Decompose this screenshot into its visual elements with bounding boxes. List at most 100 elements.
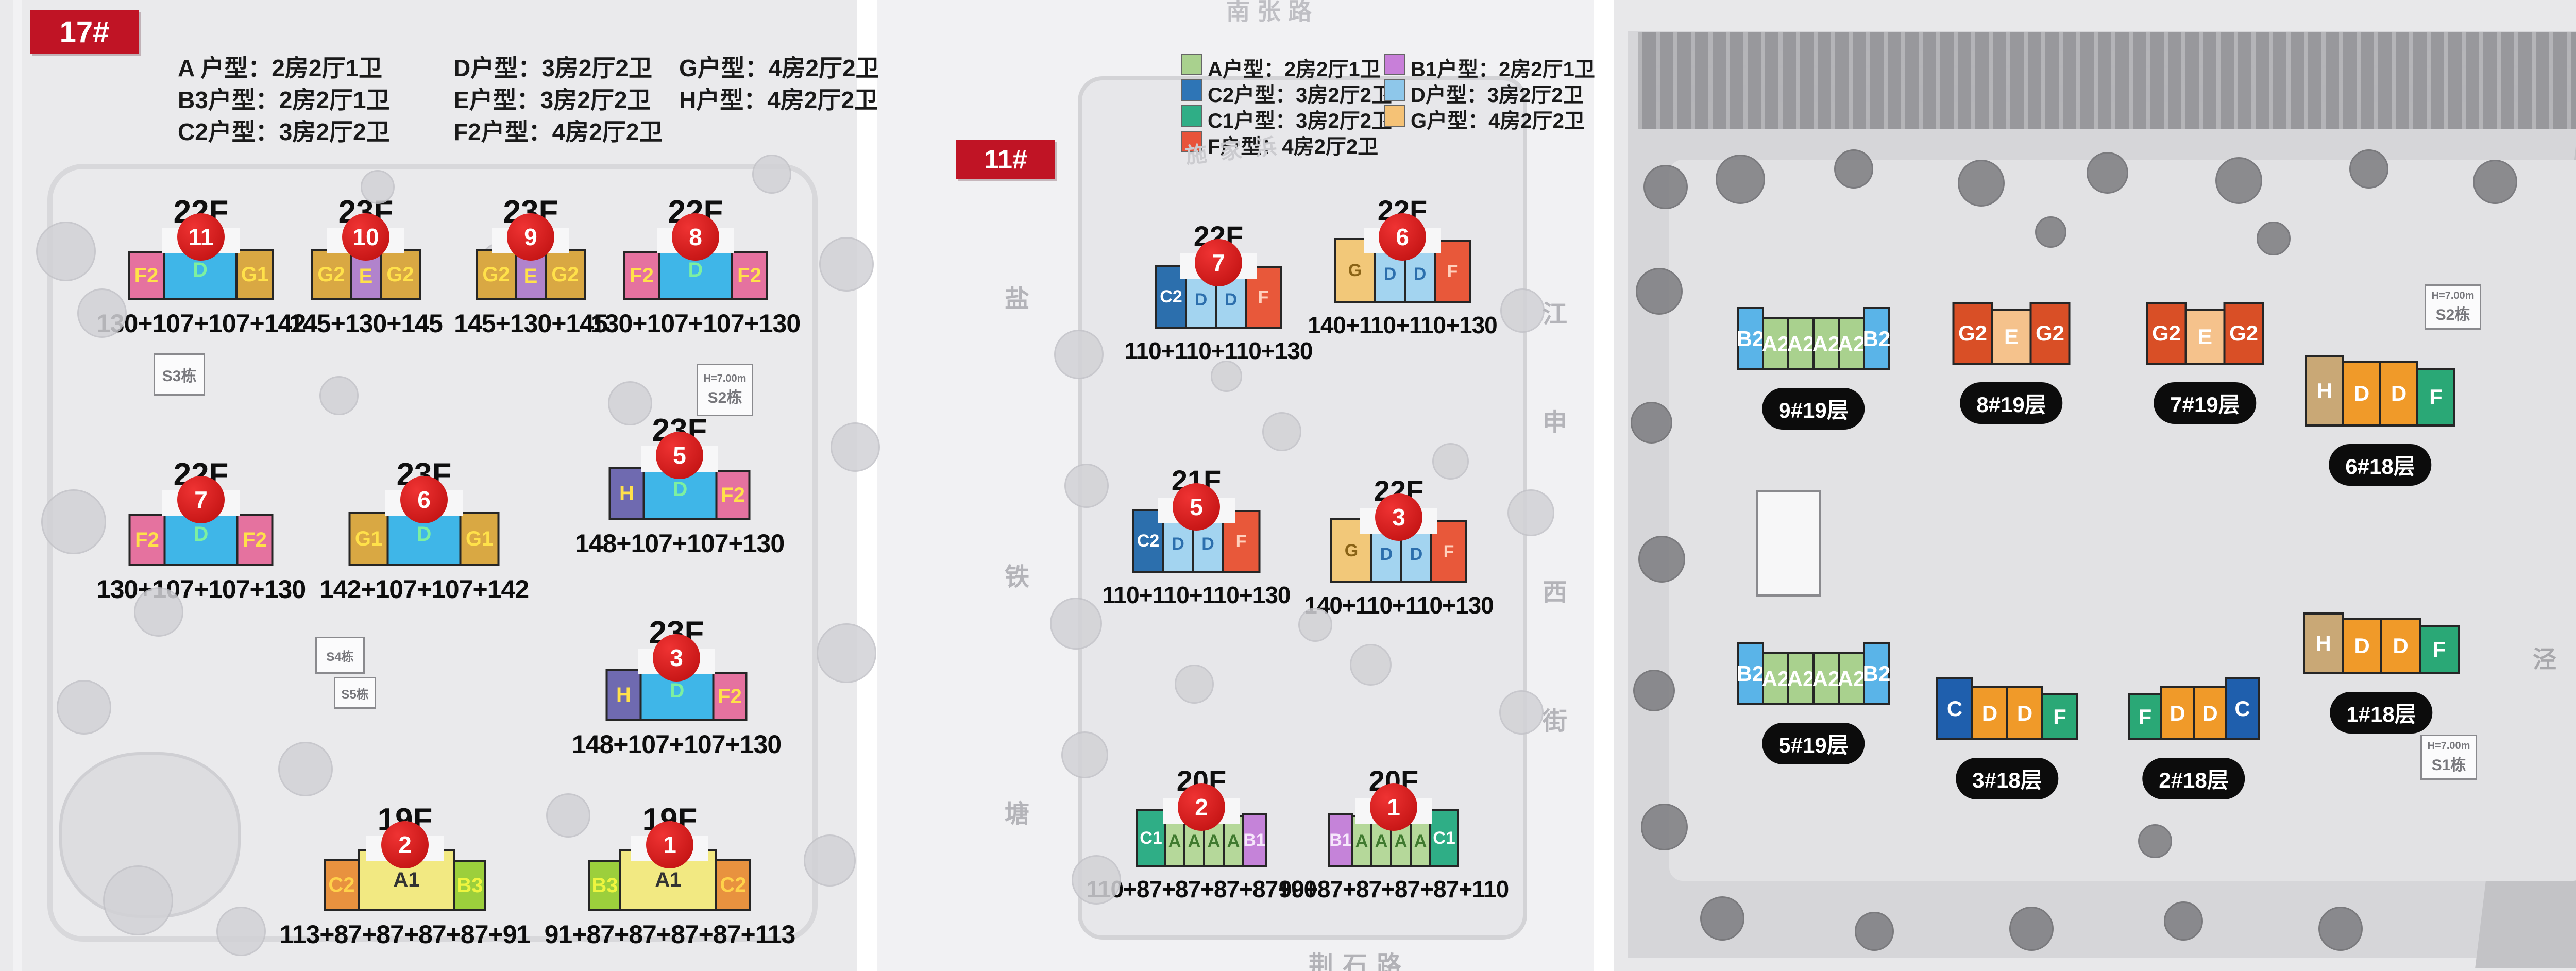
unit-box-A2: A2 [1812,317,1840,370]
service-building-label: S2栋 [707,389,742,406]
tree-blob [1633,670,1675,711]
building-number-badge: 11 [177,213,225,261]
unit-areas-label: 142+107+107+142 [319,575,529,604]
cad-clubhouse-tower [1756,490,1821,597]
road-label-nanzhang: 南张路 [1226,0,1319,25]
building-number-badge: 3 [1375,493,1422,541]
legend-item-11: F户型：4房2厅2卫 [1208,135,1379,158]
building-number-badge: 5 [656,432,703,479]
legend-item-11: B1户型：2房2厅1卫 [1411,58,1595,81]
building-floor-pill: 2#18层 [2142,758,2245,799]
tree-blob [1700,896,1744,941]
legend-item-17: E户型：3房2厅2卫 [453,87,651,113]
tree-blob [1050,598,1102,650]
plot-badge-11: 11# [956,140,1055,179]
tree-blob [1298,608,1332,642]
road-label-yantietang: 塘 [1005,800,1030,828]
tree-blob [1500,288,1545,333]
tree-blob [2009,907,2054,951]
unit-box-C1: C1 [1136,809,1166,867]
tree-blob [1855,912,1894,951]
tree-blob [1054,330,1104,379]
unit-box-C: C [2225,677,2260,740]
tree-blob [1636,268,1683,315]
unit-box-D: D [2006,686,2043,740]
service-building-S5: S5栋 [334,677,376,709]
tree-blob [804,834,856,887]
unit-areas-label: 140+110+110+130 [1308,312,1498,338]
plot-badge-17: 17# [30,10,139,54]
building-number-badge: 10 [342,213,389,261]
tree-blob [1262,412,1301,451]
tree-blob [2215,157,2262,204]
tree-blob [2087,152,2128,194]
tree-blob [752,155,791,194]
tree-blob [319,376,359,415]
unit-box-G2: G2 [1952,302,1993,365]
tree-blob [57,680,111,735]
unit-box-G2: G2 [2223,302,2264,365]
unit-areas-label: 130+107+107+130 [96,575,306,604]
unit-box-B2: B2 [1863,307,1890,370]
service-building-label: S3栋 [162,368,197,385]
unit-box-E: E [2184,309,2226,365]
tree-blob [2035,216,2066,248]
unit-box-F2: F2 [623,251,660,300]
building-number-badge: 6 [400,476,448,523]
unit-box-A2: A2 [1838,317,1865,370]
unit-box-G2: G2 [2146,302,2187,365]
unit-box-D: D [2193,686,2227,740]
building-floor-pill: 9#19层 [1762,388,1865,430]
unit-areas-label: 130+107+107+130 [590,309,801,338]
tree-blob [1958,160,2005,207]
unit-box-F2: F2 [128,251,165,300]
building-number-badge: 3 [653,634,700,682]
unit-box-F2: F2 [712,672,748,721]
legend-item-11: C2户型：3房2厅2卫 [1208,84,1392,107]
unit-box-G1: G1 [235,249,274,300]
tree-blob [2473,160,2517,204]
unit-box-B3: B3 [453,860,486,911]
unit-box-C1: C1 [1429,809,1459,867]
service-building-note: H=7.00m [703,372,747,384]
unit-box-C: C [1936,677,1973,740]
unit-box-G1: G1 [348,512,389,566]
legend-item-17: H户型：4房2厅2卫 [679,87,878,113]
unit-box-A2: A2 [1838,652,1865,705]
unit-box-D: D [2160,686,2195,740]
tree-blob [831,422,880,472]
building-number-badge: 8 [672,213,719,261]
unit-box-F: F [2128,693,2162,740]
water-label-jing: 泾 [2533,646,2556,673]
unit-box-A2: A2 [1812,652,1840,705]
unit-box-D: D [1971,686,2008,740]
unit-box-F: F [2416,368,2455,427]
tree-blob [1064,464,1109,508]
tree-blob [1641,804,1688,850]
unit-box-G2: G2 [380,249,421,300]
unit-areas-label: 110+110+110+130 [1124,337,1313,364]
tree-blob [1716,155,1765,204]
legend-item-17: G户型：4房2厅2卫 [679,55,879,81]
tree-blob [134,587,183,637]
building-number-badge: 2 [1178,783,1225,831]
unit-box-G2: G2 [2029,302,2071,365]
legend-item-11: C1户型：3房2厅2卫 [1208,110,1392,132]
building-floor-pill: 8#19层 [1960,382,2063,424]
tree-blob [216,907,266,956]
color-swatch [1181,105,1202,127]
tree-blob [1175,665,1214,704]
plot-boundary-road [47,164,818,942]
cad-river-band [1638,32,2576,129]
building-number-badge: 9 [507,213,554,261]
tree-blob [1631,402,1672,444]
building-floor-pill: 3#18层 [1956,758,2059,799]
unit-box-A2: A2 [1787,317,1815,370]
unit-box-F2: F2 [236,514,274,566]
